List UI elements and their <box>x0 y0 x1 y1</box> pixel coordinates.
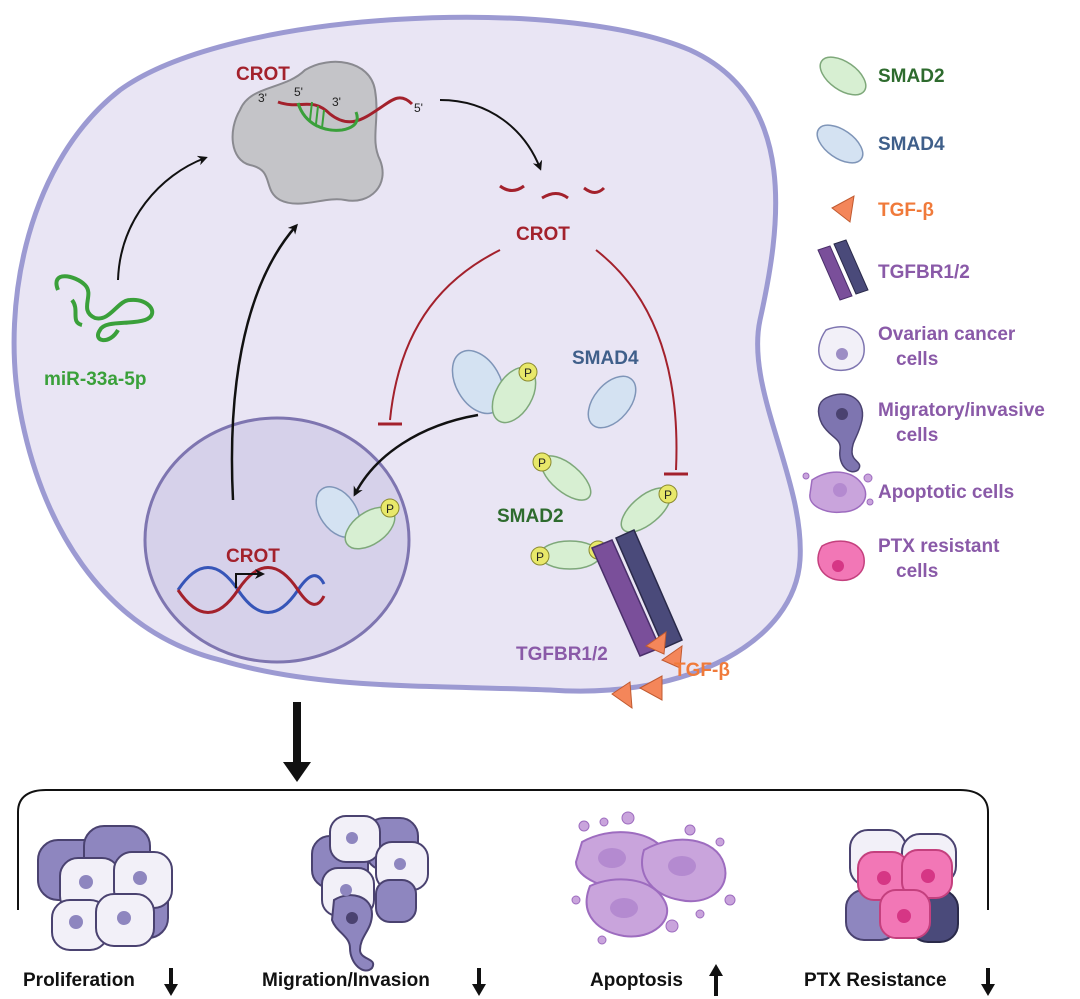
legend-apoptotic-label: Apoptotic cells <box>878 482 1014 503</box>
receptor-label: TGFBR1/2 <box>516 644 608 665</box>
cell-membrane <box>11 14 803 694</box>
legend-ptx-cell-icon <box>817 540 865 582</box>
ptx-resistant-cells-cluster <box>845 829 959 943</box>
mrna-3prime-label: 3' <box>258 91 267 105</box>
legend-receptor-label: TGFBR1/2 <box>878 262 970 283</box>
crot-degraded-label: CROT <box>516 224 570 245</box>
legend-smad4-icon <box>816 124 864 164</box>
legend-receptor-icon <box>817 239 869 301</box>
down-arrow-icon <box>164 968 178 996</box>
tgf-beta-ligands <box>611 630 683 710</box>
legend-tgfb-icon <box>831 195 855 223</box>
outcome-bracket <box>17 789 989 910</box>
mirna-label: miR-33a-5p <box>44 369 146 390</box>
transcription-start-arrow <box>235 569 265 588</box>
crot-degraded-fragments <box>499 184 606 200</box>
crot-inhibits-receptor-line <box>595 249 678 471</box>
proliferation-cells-cluster <box>37 825 173 951</box>
crot-top-label: CROT <box>236 64 290 85</box>
tgfbr-receptor <box>590 529 683 657</box>
mirna-5prime-label: 5' <box>294 85 303 99</box>
nucleus <box>143 416 411 664</box>
outcome-proliferation-label: Proliferation <box>23 970 135 991</box>
legend-ptx-label-2: cells <box>896 561 938 582</box>
crot-gene-dna <box>176 566 326 614</box>
mirna-33a-5p-strand <box>54 274 155 343</box>
legend-ptx-label-1: PTX resistant <box>878 536 1000 557</box>
outcome-proliferation: Proliferation <box>23 968 178 996</box>
ligand-label: TGF-β <box>674 660 730 681</box>
up-arrow-icon <box>709 964 723 996</box>
outcome-ptx-resistance: PTX Resistance <box>804 968 995 996</box>
crot-mrna <box>277 96 414 124</box>
legend-apoptotic-cell-icon <box>802 471 874 514</box>
outcome-migration: Migration/Invasion <box>262 968 486 996</box>
outcome-arrow-head <box>283 762 311 782</box>
mirna-3prime-label: 3' <box>332 95 341 109</box>
apoptotic-cells-cluster <box>571 811 736 945</box>
smad2-phosphorylated: P <box>532 452 592 501</box>
outcome-ptx-label: PTX Resistance <box>804 970 947 991</box>
phospho-mark: P <box>664 488 672 502</box>
crot-inhibits-smad4-line <box>389 249 501 421</box>
arrow-mirna-to-ribosome <box>117 155 208 281</box>
smad-complex-cytoplasm: P <box>451 349 538 424</box>
legend-migratory-label-1: Migratory/invasive <box>878 400 1045 421</box>
mirna-bound-strand <box>296 102 359 132</box>
down-arrow-icon <box>981 968 995 996</box>
smad2-receptor-bound: P P <box>530 484 678 570</box>
ribosome <box>231 60 384 205</box>
smad2-label: SMAD2 <box>497 506 564 527</box>
phospho-mark: P <box>538 456 546 470</box>
outcome-apoptosis-label: Apoptosis <box>590 970 683 991</box>
legend: SMAD2 SMAD4 TGF-β TGFBR1/2 Ovarian cance… <box>802 56 1045 582</box>
down-arrow-icon <box>472 968 486 996</box>
phospho-mark: P <box>524 366 532 380</box>
legend-smad4-label: SMAD4 <box>878 134 945 155</box>
phospho-mark: P <box>386 502 394 516</box>
legend-smad2-icon <box>819 56 867 96</box>
legend-migratory-cell-icon <box>817 393 864 473</box>
smad-complex-nucleus: P <box>315 486 400 550</box>
phospho-mark: P <box>536 550 544 564</box>
migration-cells-cluster <box>311 815 429 972</box>
arrow-to-degraded-crot <box>439 99 543 171</box>
legend-migratory-label-2: cells <box>896 425 938 446</box>
smad4-free <box>587 375 637 429</box>
smad4-label: SMAD4 <box>572 348 639 369</box>
legend-smad2-label: SMAD2 <box>878 66 945 87</box>
outcome-apoptosis: Apoptosis <box>590 964 723 996</box>
legend-ovarian-cell-icon <box>818 326 865 372</box>
legend-ovarian-label-2: cells <box>896 349 938 370</box>
arrow-nucleus-to-ribosome <box>230 223 298 501</box>
legend-ovarian-label-1: Ovarian cancer <box>878 324 1016 345</box>
mrna-5prime-label: 5' <box>414 101 423 115</box>
arrow-smad-to-nucleus <box>353 413 479 497</box>
base-pairing <box>309 101 325 129</box>
legend-tgfb-label: TGF-β <box>878 200 934 221</box>
gene-label: CROT <box>226 546 280 567</box>
outcome-migration-label: Migration/Invasion <box>262 970 430 991</box>
